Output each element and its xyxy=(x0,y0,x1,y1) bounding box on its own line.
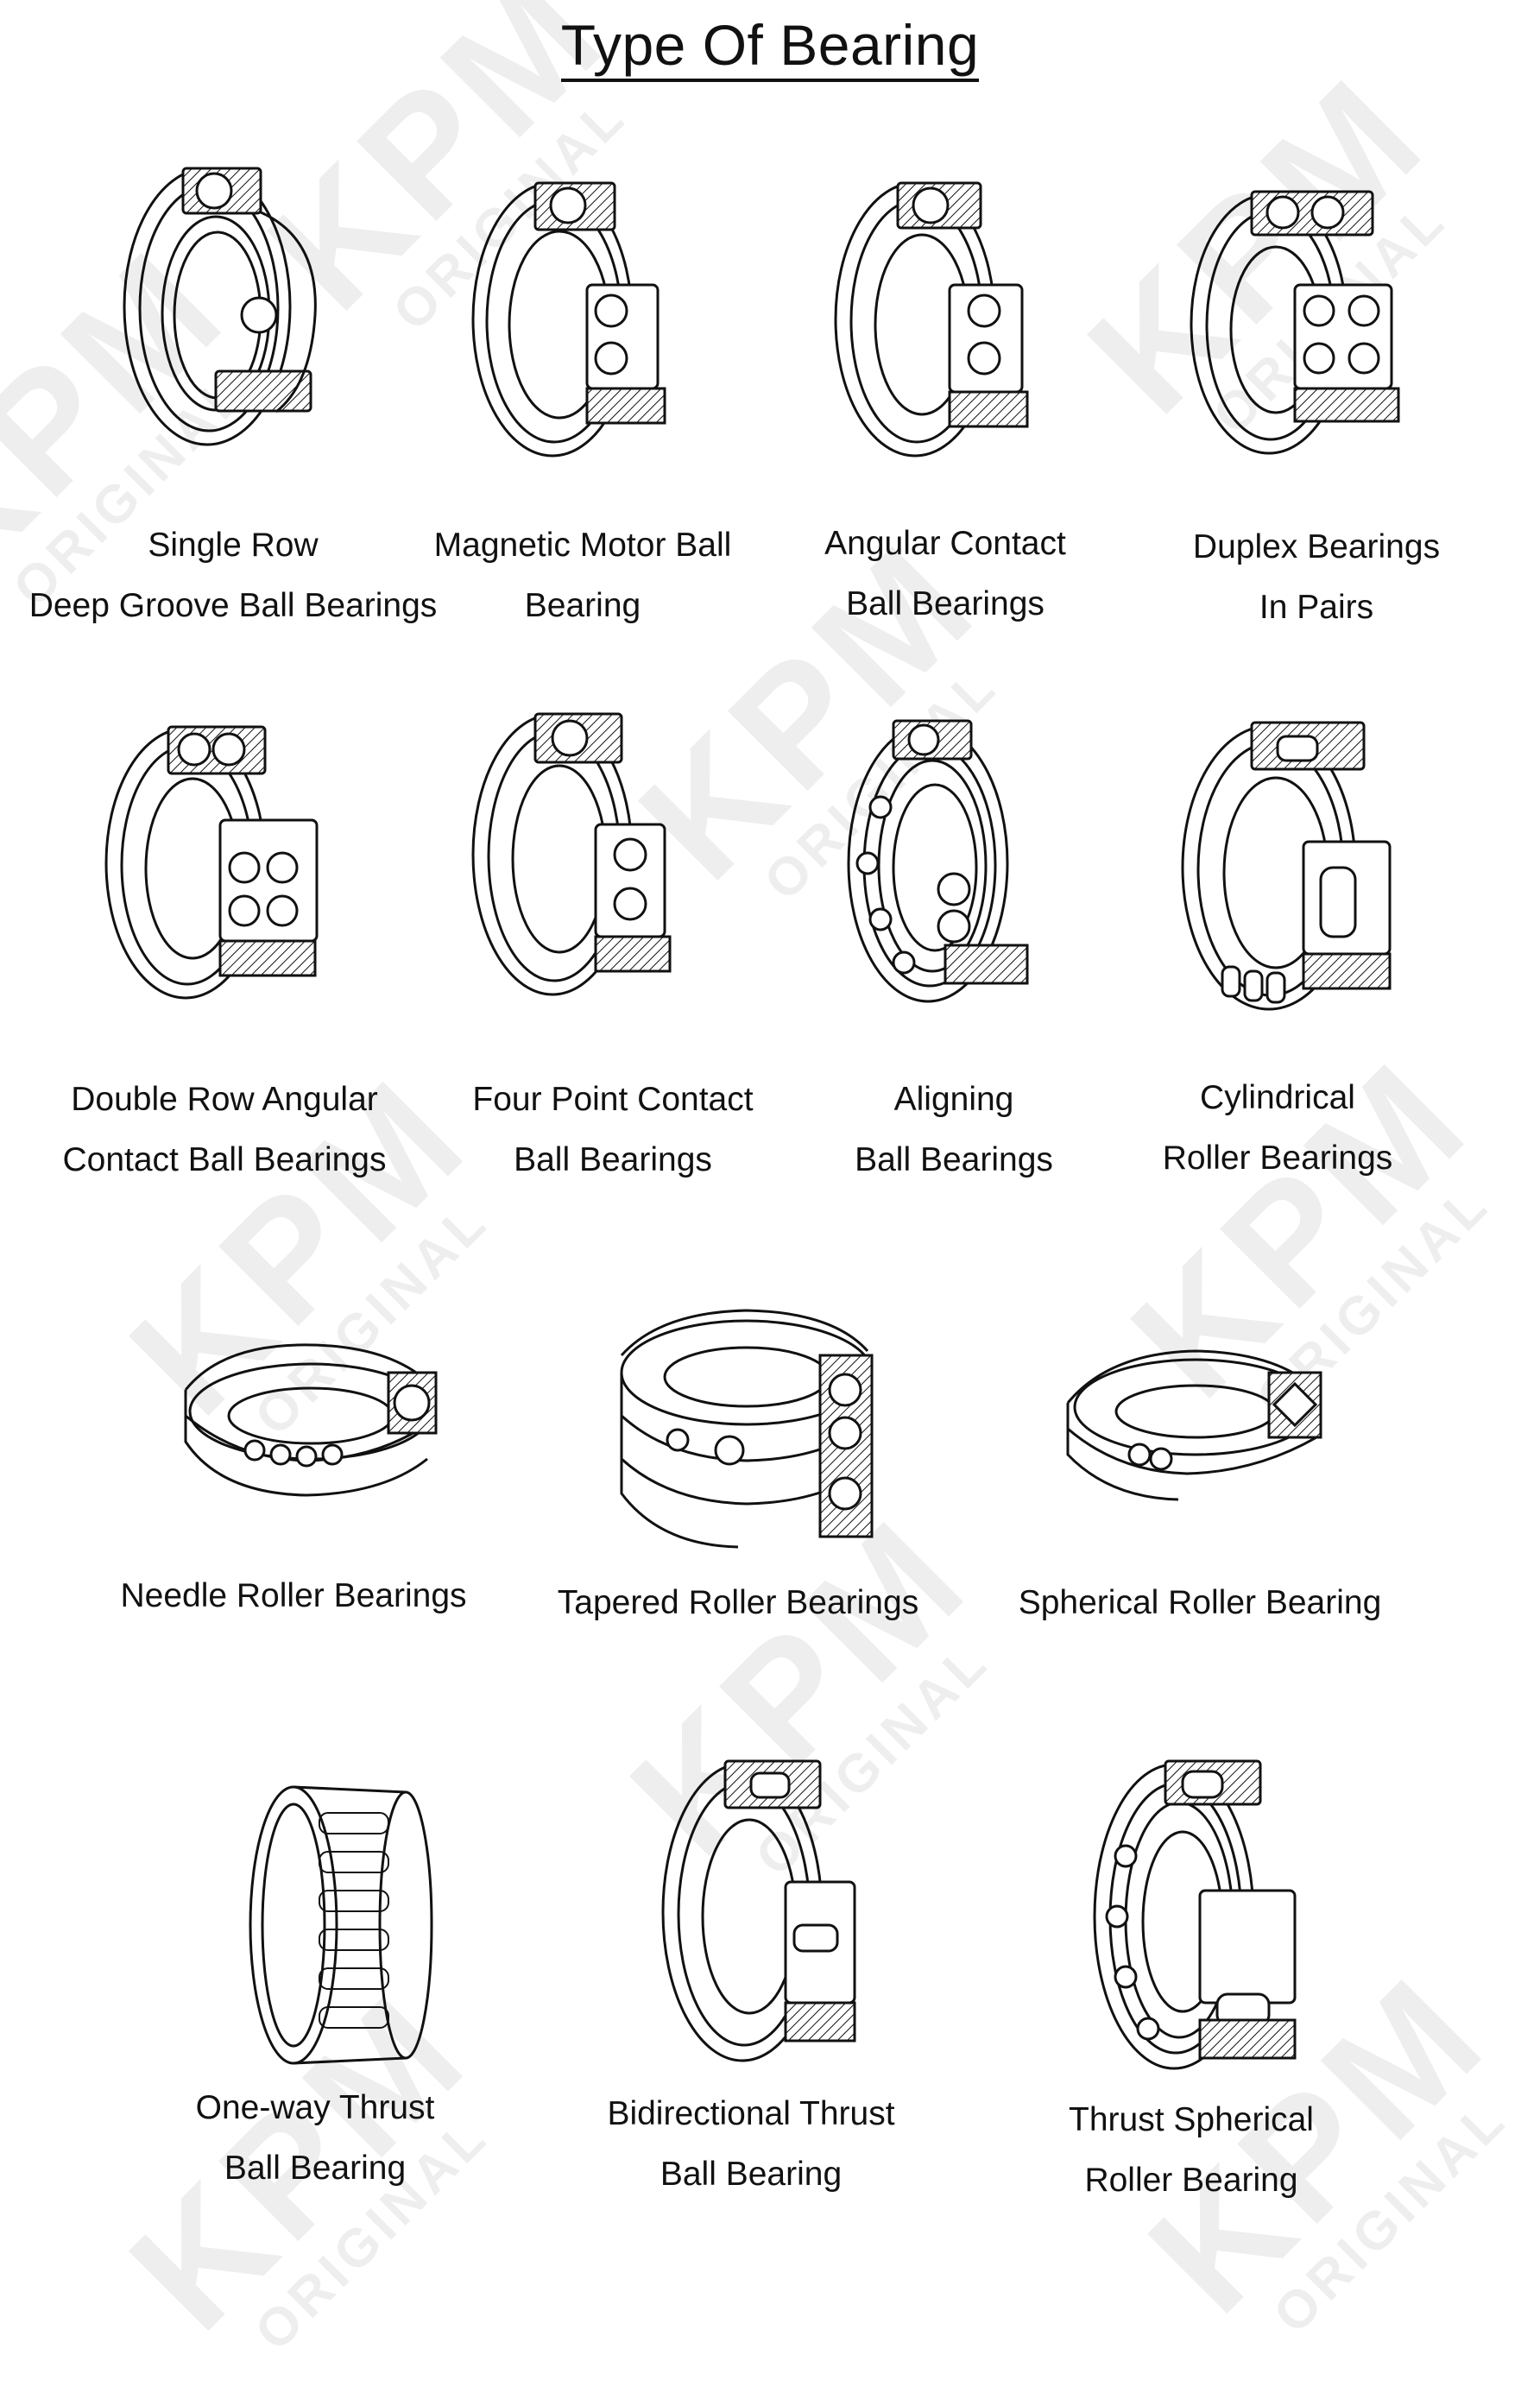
bearing-label: Needle Roller Bearings xyxy=(120,1577,467,1614)
angular-contact-ball-bearing-icon xyxy=(829,173,1036,470)
duplex-bearing-icon xyxy=(1183,181,1407,470)
four-point-contact-bearing-icon xyxy=(466,704,673,1010)
double-row-angular-contact-bearing-icon xyxy=(99,717,324,1014)
bearing-label: Tapered Roller Bearings xyxy=(557,1584,919,1621)
bearing-label: Spherical Roller Bearing xyxy=(1018,1584,1382,1621)
cylindrical-roller-bearing-icon xyxy=(1174,712,1407,1027)
aligning-ball-bearing-icon xyxy=(842,712,1049,1019)
tapered-roller-bearing-icon xyxy=(609,1295,885,1558)
magnetic-motor-ball-bearing-icon xyxy=(466,173,673,470)
deep-groove-ball-bearing-icon xyxy=(112,160,337,458)
bidirectional-thrust-bearing-icon xyxy=(656,1752,872,2076)
thrust-spherical-roller-bearing-icon xyxy=(1088,1752,1312,2085)
one-way-thrust-bearing-icon xyxy=(233,1778,440,2076)
page-title: Type Of Bearing xyxy=(0,12,1540,82)
spherical-roller-bearing-icon xyxy=(1057,1334,1342,1511)
needle-roller-bearing-icon xyxy=(168,1329,453,1515)
